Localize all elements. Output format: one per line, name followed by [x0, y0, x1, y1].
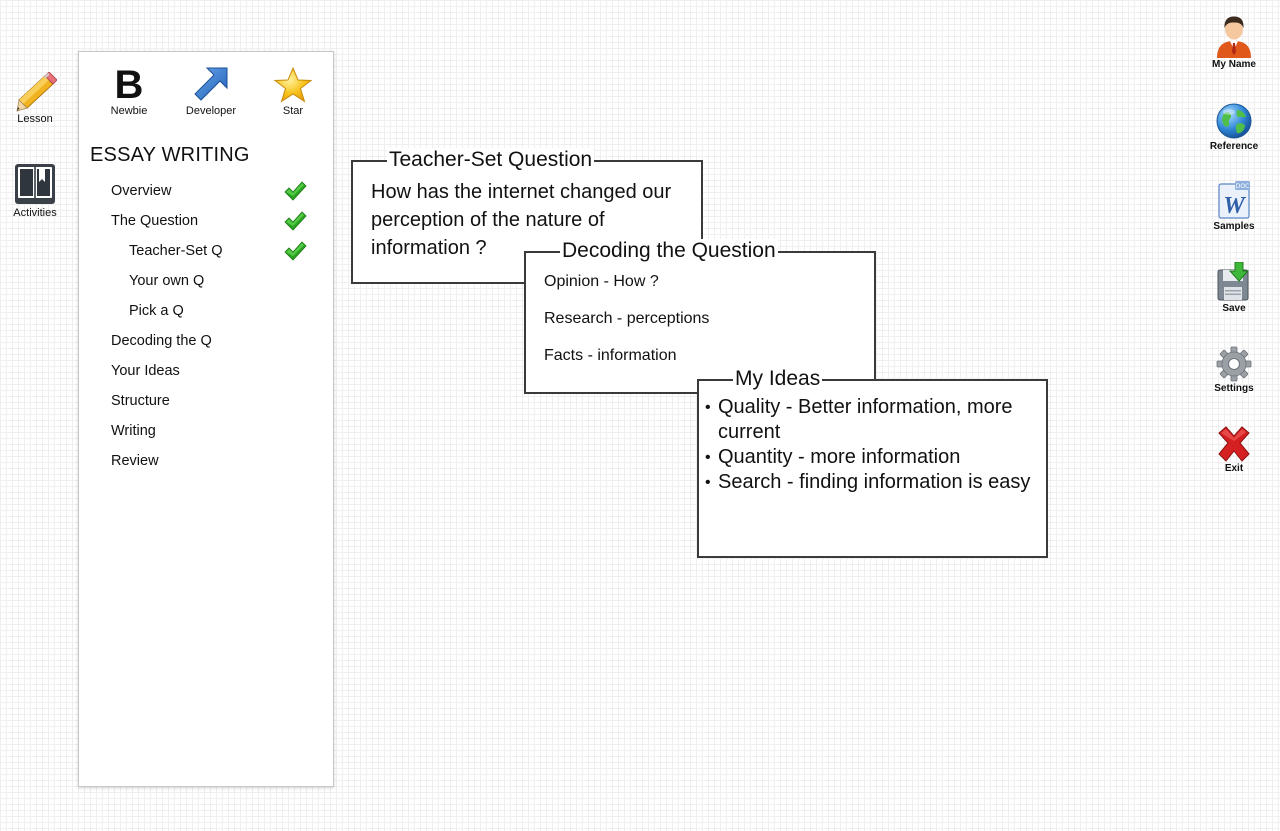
essay-nav-list: Overview The Question Teacher-Set Q Your…	[79, 176, 333, 476]
badge-newbie[interactable]: B Newbie	[94, 63, 164, 117]
reference-button[interactable]: Reference	[1198, 102, 1270, 152]
newbie-b-icon: B	[114, 63, 144, 107]
samples-button[interactable]: DOC W Samples	[1198, 180, 1270, 232]
exit-x-icon	[1218, 426, 1250, 462]
nav-item-label: The Question	[111, 213, 199, 229]
user-icon	[1217, 16, 1251, 58]
word-document-icon: DOC W	[1218, 181, 1250, 219]
badge-developer-label: Developer	[185, 105, 237, 117]
nav-item-label: Teacher-Set Q	[129, 243, 223, 259]
nav-item-teacher-set-q[interactable]: Teacher-Set Q	[79, 236, 333, 266]
decoding-question-box[interactable]: Decoding the Question Opinion - How ? Re…	[524, 239, 876, 394]
bullet-icon: •	[705, 474, 711, 491]
doc-badge-text: DOC	[1236, 183, 1250, 190]
check-icon	[284, 181, 307, 201]
nav-item-label: Your own Q	[129, 273, 205, 289]
nav-item-pick-a-q[interactable]: Pick a Q	[79, 296, 333, 326]
nav-item-decoding-the-q[interactable]: Decoding the Q	[79, 326, 333, 356]
settings-button[interactable]: Settings	[1198, 346, 1270, 394]
save-button[interactable]: Save	[1198, 262, 1270, 314]
decoding-line-opinion: Opinion - How ?	[544, 273, 659, 290]
check-icon	[284, 241, 307, 261]
badge-star[interactable]: Star	[258, 66, 328, 117]
exit-label: Exit	[1224, 463, 1244, 474]
star-icon	[273, 66, 313, 103]
nav-item-review[interactable]: Review	[79, 446, 333, 476]
essay-nav-panel: B Newbie Developer St	[78, 51, 334, 787]
my-ideas-list: • Quality - Better information, more curr…	[703, 395, 1033, 495]
lesson-button[interactable]: Lesson	[5, 72, 65, 125]
decoding-question-title: Decoding the Question	[560, 239, 778, 263]
samples-label: Samples	[1213, 221, 1255, 232]
check-icon	[284, 211, 307, 231]
teacher-set-question-title: Teacher-Set Question	[387, 148, 595, 172]
my-name-label: My Name	[1212, 59, 1256, 70]
idea-item-text: Quantity - more information	[718, 446, 961, 468]
idea-item-quality: • Quality - Better information, more curr…	[703, 395, 1033, 445]
teacher-set-question-text: How has the internet changed our percept…	[371, 181, 672, 259]
badge-newbie-label: Newbie	[110, 105, 148, 117]
nav-item-label: Your Ideas	[111, 363, 180, 379]
decoding-line-facts: Facts - information	[544, 347, 677, 364]
idea-item-search: • Search - finding information is easy	[703, 470, 1033, 495]
nav-item-label: Overview	[111, 183, 172, 199]
nav-item-structure[interactable]: Structure	[79, 386, 333, 416]
pencil-icon	[16, 72, 57, 112]
save-icon	[1217, 262, 1250, 301]
nav-item-label: Pick a Q	[129, 303, 184, 319]
my-ideas-title: My Ideas	[733, 367, 823, 391]
nav-item-overview[interactable]: Overview	[79, 176, 333, 206]
nav-item-your-ideas[interactable]: Your Ideas	[79, 356, 333, 386]
settings-label: Settings	[1214, 383, 1254, 394]
reference-label: Reference	[1209, 141, 1259, 152]
nav-item-label: Structure	[111, 393, 170, 409]
activities-label: Activities	[13, 207, 57, 219]
my-ideas-box[interactable]: My Ideas • Quality - Better information, …	[697, 367, 1048, 558]
svg-text:W: W	[1223, 193, 1246, 219]
bullet-icon: •	[705, 449, 711, 466]
idea-item-quantity: • Quantity - more information	[703, 445, 1033, 470]
exit-button[interactable]: Exit	[1198, 426, 1270, 474]
my-name-button[interactable]: My Name	[1198, 14, 1270, 70]
activities-button[interactable]: Activities	[5, 162, 65, 219]
gear-icon	[1216, 346, 1252, 382]
globe-icon	[1216, 103, 1252, 139]
essay-writing-title: ESSAY WRITING	[90, 144, 250, 166]
nav-item-label: Decoding the Q	[111, 333, 212, 349]
nav-item-writing[interactable]: Writing	[79, 416, 333, 446]
arrow-up-right-icon	[194, 67, 228, 101]
nav-item-label: Review	[111, 453, 159, 469]
nav-item-label: Writing	[111, 423, 156, 439]
badge-developer[interactable]: Developer	[176, 66, 246, 117]
idea-item-text: Quality - Better information, more curre…	[718, 396, 1013, 443]
lesson-label: Lesson	[17, 113, 53, 125]
idea-item-text: Search - finding information is easy	[718, 471, 1031, 493]
nav-item-the-question[interactable]: The Question	[79, 206, 333, 236]
nav-item-your-own-q[interactable]: Your own Q	[79, 266, 333, 296]
save-label: Save	[1222, 303, 1246, 314]
decoding-line-research: Research - perceptions	[544, 310, 710, 327]
bullet-icon: •	[705, 399, 711, 416]
badge-star-label: Star	[282, 105, 304, 117]
book-icon	[15, 164, 55, 204]
